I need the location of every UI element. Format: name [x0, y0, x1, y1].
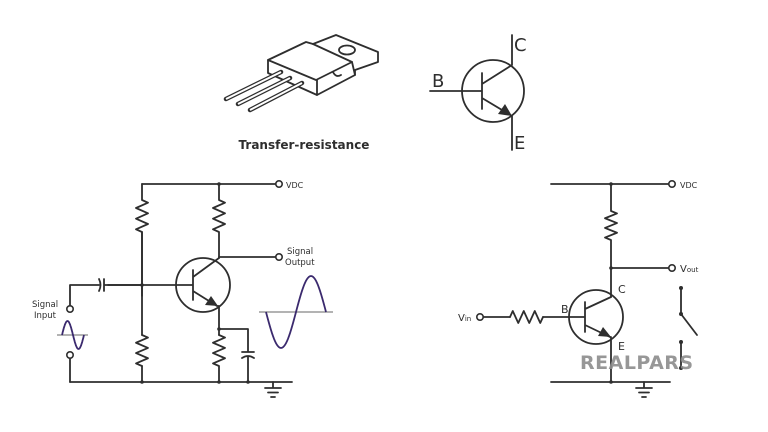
transistor-package-drawing — [223, 34, 379, 113]
resistor-collector — [212, 183, 226, 259]
base-label: B — [432, 71, 444, 92]
package-pins — [223, 69, 305, 113]
switch-icon — [679, 286, 698, 370]
amplifier-circuit: VDC Signal Output Signal Input — [32, 180, 333, 398]
resistor-bias-bottom — [135, 334, 149, 367]
emitter-arrow-icon — [498, 104, 512, 116]
input-terminal-bottom[interactable] — [66, 350, 75, 359]
input-label: Signal — [32, 300, 58, 310]
resistor-collector-switch — [604, 183, 618, 298]
emitter-arrow-icon — [598, 327, 611, 337]
input-label: Input — [34, 311, 57, 321]
ground-icon — [264, 381, 282, 398]
bypass-capacitor — [218, 328, 255, 383]
input-capacitor — [69, 278, 143, 307]
collector-label: C — [618, 283, 626, 296]
emitter-label: E — [618, 340, 625, 353]
ground-icon — [635, 381, 653, 398]
vout-terminal[interactable] — [667, 263, 676, 272]
vin-terminal[interactable] — [475, 312, 484, 321]
switch-circuit: VDC Vout Vin B C E — [458, 180, 699, 398]
realpars-watermark: REALPARS — [580, 352, 694, 374]
vout-label: Vout — [680, 264, 699, 275]
input-waveform — [61, 320, 85, 350]
resistor-bias-top — [135, 183, 149, 297]
vdc-label: VDC — [680, 181, 698, 190]
input-terminal-top[interactable] — [66, 304, 75, 313]
resistor-emitter — [212, 334, 226, 383]
npn-symbol: B C E — [429, 34, 527, 154]
vdc-terminal[interactable] — [274, 180, 283, 189]
output-label: Output — [285, 258, 315, 268]
collector-label: C — [514, 35, 527, 56]
output-label: Signal — [287, 247, 313, 257]
output-waveform — [265, 275, 327, 349]
emitter-label: E — [514, 133, 525, 154]
vdc-label: VDC — [286, 181, 304, 190]
emitter-arrow-icon — [205, 296, 218, 306]
resistor-base — [509, 310, 544, 324]
package-caption: Transfer-resistance — [239, 138, 370, 152]
base-label: B — [561, 303, 569, 316]
vdc-terminal[interactable] — [667, 180, 676, 189]
output-terminal[interactable] — [274, 253, 283, 262]
vin-label: Vin — [458, 313, 471, 324]
